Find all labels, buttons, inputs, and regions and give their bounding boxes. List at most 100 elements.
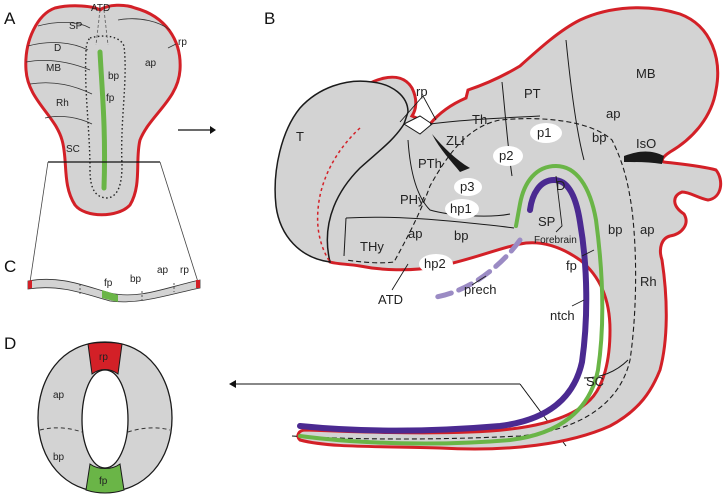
panel-c: C fp bp ap rp [4,161,201,303]
segment-line [29,82,93,95]
label-ap-c: ap [157,265,169,276]
label-ap-d: ap [53,390,65,401]
p2-bubble [493,146,523,166]
label-phy: PHy [400,192,425,207]
label-prech: prech [464,282,497,297]
roof-plate-c-left [28,280,32,289]
label-atd-a: ATD [91,3,110,14]
label-d-a: D [54,43,61,54]
label-iso: IsO [636,136,656,151]
roof-plate-c-right [196,280,200,288]
label-thy: THy [360,239,384,254]
boundary-line [565,39,585,161]
hp2-bubble [419,254,453,274]
label-rh-b: Rh [640,274,657,289]
segment-line [37,22,91,29]
panel-a: A ATD SP D MB Rh SC ap bp fp rp [4,3,187,217]
label-bp-upper: bp [592,130,606,145]
rp-pointer-b [399,95,437,123]
atd-line [103,9,109,46]
floor-plate-d [85,463,125,494]
label-sc-b: SC [586,374,604,389]
label-bp-left: bp [454,228,468,243]
ap-bp-boundary-left [39,427,83,433]
panel-b: B T rp PT MB Th ZLI p1 p2 p3 PTh PHy hp1… [264,6,723,451]
segment-line [117,18,171,31]
sc-boundary [583,359,629,379]
iso-spike [624,151,664,164]
notochord [297,176,590,434]
label-rp-c: rp [180,265,189,276]
floor-plate-a [97,49,108,191]
label-fp-c: fp [104,278,113,289]
label-bp-a: bp [108,71,120,82]
label-sc-a: SC [66,144,80,155]
label-bp-right: bp [608,222,622,237]
label-p1: p1 [537,125,551,140]
projection-line [159,161,199,283]
telencephalon-outline [274,80,409,263]
segment-line [27,42,89,51]
panel-label-d: D [4,334,16,353]
label-hp2: hp2 [424,256,446,271]
zli-spike [432,134,470,172]
label-forebrain: Forebrain [534,235,577,246]
alar-basal-boundary [291,118,637,440]
label-ap-left: ap [408,226,422,241]
label-mb-a: MB [46,63,61,74]
segment-line [25,60,91,71]
label-ap-right: ap [640,222,654,237]
label-p2: p2 [499,148,513,163]
boundary-line [343,217,347,257]
panel-label-c: C [4,257,16,276]
label-pth: PTh [418,156,442,171]
label-hp1: hp1 [450,201,472,216]
floor-plate-c [102,290,118,302]
label-fp-b: fp [566,258,577,273]
brain-outline [296,6,723,451]
boundary-line [407,139,511,217]
label-p3: p3 [460,179,474,194]
label-bp-c: bp [130,274,142,285]
label-rp-b: rp [416,84,428,99]
p1-bubble [530,123,562,143]
label-fp-a: fp [106,93,115,104]
boundary-line [429,115,541,125]
boundary-line [501,81,513,177]
label-ntch: ntch [550,308,575,323]
label-pt: PT [524,86,541,101]
roof-plate-d [87,342,123,375]
rp-pointer [167,43,177,49]
atd-pointer [391,263,409,291]
boundary-line [345,216,515,229]
floor-plate-b [298,163,605,446]
prechordal-plate [427,237,523,301]
telencephalon-boundary [316,127,361,263]
prech-pointer [471,275,487,286]
atd-line [95,9,101,46]
label-rp-d: rp [99,352,108,363]
panel-label-a: A [4,9,16,28]
label-th: Th [472,112,487,127]
label-fp-d: fp [99,476,108,487]
label-d-b: D [556,178,565,193]
label-rp-a: rp [178,37,187,48]
label-sp-a: SP [69,21,83,32]
panel-d: D rp ap bp fp [4,334,173,494]
d-pointer [555,175,563,233]
label-ap-a: ap [145,58,157,69]
panel-label-b: B [264,9,275,28]
ap-bp-boundary-right [127,427,171,433]
p3-bubble [454,178,482,196]
fp-pointer [581,249,595,257]
label-mb-b: MB [636,66,656,81]
ntch-pointer [571,299,585,307]
label-rh-a: Rh [56,98,69,109]
label-atd-b: ATD [378,292,403,307]
projection-line [29,161,49,283]
segment-line [44,116,93,125]
label-bp-d: bp [53,452,65,463]
arrow-a-to-b [178,126,216,134]
